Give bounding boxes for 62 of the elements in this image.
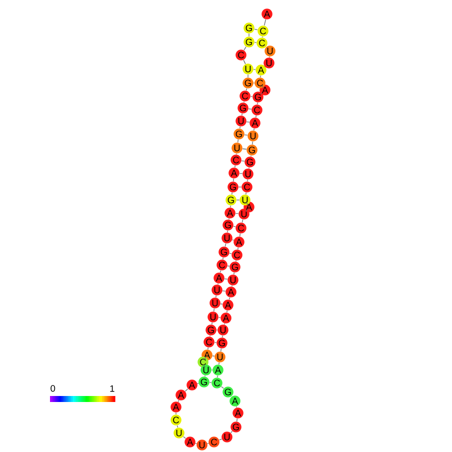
backbone-line (176, 425, 178, 428)
backbone-line (184, 388, 188, 392)
base-pair-line (218, 317, 221, 318)
backbone-line (213, 308, 215, 312)
backbone-line (244, 46, 246, 50)
backbone-line (222, 335, 223, 338)
backbone-line (260, 92, 262, 94)
backbone-line (261, 85, 264, 88)
backbone-line (227, 230, 228, 233)
base-pair-line (253, 69, 256, 70)
backbone-line (264, 19, 266, 26)
backbone-line (246, 88, 248, 91)
scale-label: 1 (110, 385, 114, 392)
backbone-line (257, 102, 258, 105)
backbone-line (260, 75, 261, 78)
backbone-line (233, 178, 234, 182)
base-pair-line (235, 213, 239, 214)
backbone-line (245, 209, 248, 212)
backbone-line (204, 356, 206, 360)
backbone-line (230, 430, 233, 434)
backbone-line (220, 348, 222, 352)
backbone-line (217, 375, 218, 378)
backbone-line (183, 436, 186, 439)
base-pair-line (241, 160, 245, 162)
backbone-line (243, 60, 246, 64)
backbone-line (242, 219, 244, 223)
base-pair-line (246, 121, 250, 123)
base-pair-line (232, 239, 234, 241)
backbone-line (224, 243, 226, 247)
backbone-line (222, 257, 224, 260)
backbone-line (220, 270, 222, 273)
backbone-line (239, 233, 241, 237)
base-pair-line (209, 382, 212, 383)
backbone-line (237, 139, 239, 143)
base-pair-line (238, 186, 242, 188)
base-pair-line (244, 134, 248, 136)
base-pair-line (254, 42, 257, 43)
base-pair-line (224, 278, 228, 280)
backbone-line (247, 179, 248, 182)
backbone-line (218, 438, 222, 440)
backbone-line (204, 364, 206, 368)
base-pair-line (242, 148, 247, 150)
backbone-line (236, 418, 238, 422)
backbone-line (221, 386, 224, 389)
base-pair-line (222, 290, 226, 292)
base-pair-line (239, 173, 243, 174)
base-pair-line (229, 252, 232, 254)
backbone-line (234, 165, 236, 168)
base-pair-line (233, 226, 236, 228)
backbone-line (178, 400, 180, 402)
backbone-line (246, 202, 248, 206)
backbone-line (226, 310, 228, 313)
base-pair-line (248, 108, 252, 110)
base-pair-line (254, 28, 258, 30)
base-pair-line (250, 96, 253, 97)
backbone-line (252, 141, 253, 145)
base-pair-line (214, 342, 217, 343)
backbone-line (228, 297, 230, 300)
scale-label: 0 (50, 385, 56, 392)
backbone-line (230, 205, 231, 208)
backbone-line (218, 362, 220, 365)
backbone-line (248, 33, 250, 37)
